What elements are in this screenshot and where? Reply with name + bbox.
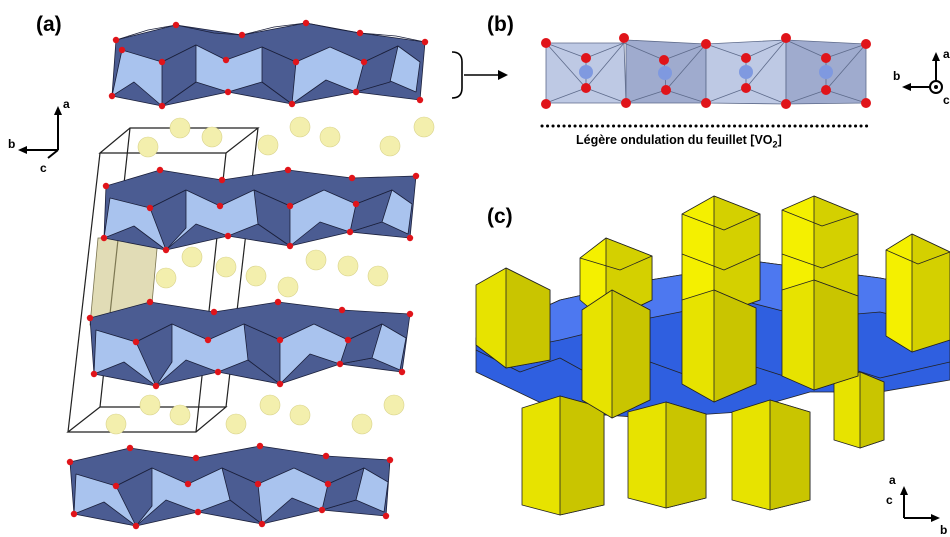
panel-b-axis-a: a — [943, 47, 950, 61]
caption-text: Légère ondulation du feuillet [VO — [576, 133, 773, 147]
panel-b-axis-c: c — [943, 93, 950, 107]
octahedral-layer-1 — [111, 22, 426, 107]
panel-a-axis-a: a — [63, 97, 70, 111]
yellow-prisms-upper — [475, 195, 950, 419]
yellow-prisms-lower — [521, 371, 885, 516]
panel-a-label: (a) — [36, 13, 62, 36]
panel-a-axis-b: b — [8, 137, 15, 151]
interlayer-cations — [105, 116, 435, 435]
caption-subscript: 2 — [772, 139, 778, 150]
panel-c-structure — [475, 195, 950, 516]
panel-b-vo2-sheet — [545, 39, 867, 105]
oxygen-atoms-panel-a — [66, 19, 429, 530]
panel-a-axis-c: c — [40, 161, 47, 175]
zoom-bracket-arrow — [451, 51, 508, 99]
vanadium-atoms — [579, 65, 833, 80]
panel-b-caption: Légère ondulation du feuillet [VO2] — [576, 133, 782, 150]
panel-c-axis-a: a — [889, 473, 896, 487]
panel-c-label: (c) — [487, 205, 513, 228]
panel-a-structure — [66, 19, 435, 530]
octahedral-layer-3 — [89, 301, 411, 387]
panel-b-label: (b) — [487, 13, 514, 36]
panel-b-axis-b: b — [893, 69, 900, 83]
oxygen-atoms-panel-b — [541, 33, 871, 109]
panel-c-axis-c: c — [886, 493, 893, 507]
caption-bracket: ] — [777, 133, 782, 147]
panel-c-axes — [900, 486, 940, 522]
octahedral-layer-2 — [103, 169, 417, 251]
panel-a-axes — [18, 106, 62, 159]
octahedral-layer-4 — [69, 445, 391, 527]
panel-c-axis-b: b — [940, 523, 947, 537]
panel-b-axes — [902, 52, 943, 94]
